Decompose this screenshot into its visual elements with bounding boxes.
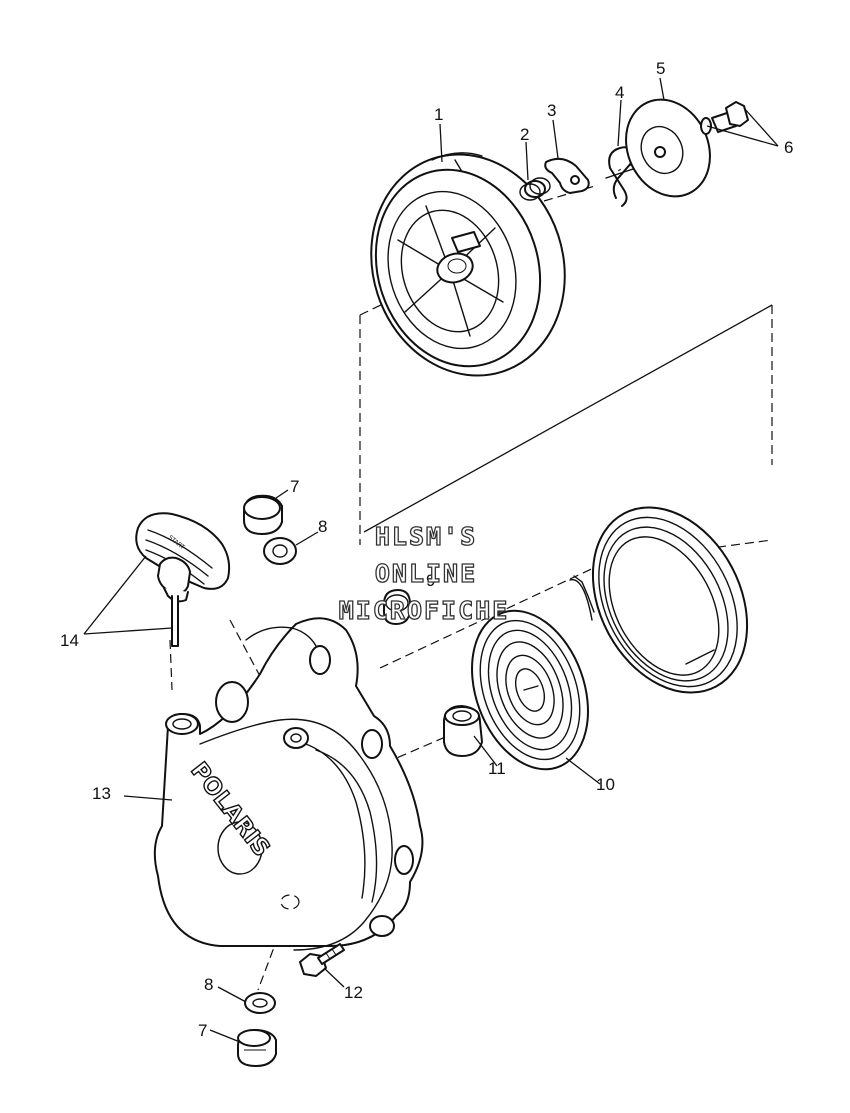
pulley: [370, 152, 566, 377]
pawl: [544, 157, 590, 194]
plug-bottom: [237, 1029, 277, 1067]
plug-top: [243, 494, 283, 535]
bushing-large: [443, 705, 483, 757]
rope-coil: [569, 506, 749, 694]
starter-handle: START: [135, 512, 231, 647]
callout-11: 11: [488, 759, 506, 778]
watermark-line-1: HLSM'S: [375, 522, 477, 551]
washer-top: [263, 537, 297, 565]
callout-10: 10: [596, 775, 615, 794]
bolt-and-washer: [700, 101, 749, 135]
callout-13: 13: [92, 784, 111, 803]
watermark-line-3: MICROFICHE: [339, 596, 510, 625]
callout-12: 12: [344, 983, 363, 1002]
callout-8-top: 8: [318, 517, 327, 536]
callout-3: 3: [547, 101, 556, 120]
callout-2: 2: [520, 125, 529, 144]
callout-9: 9: [426, 571, 435, 590]
callout-6: 6: [784, 138, 793, 157]
assembly-lines: [169, 151, 773, 991]
washer-bottom: [244, 992, 276, 1014]
callout-14: 14: [60, 631, 79, 650]
watermark: HLSM'S ONLINE MICROFICHE: [338, 521, 510, 625]
callout-numbers: 1 2 3 4 5 6 7 8 9 10 11 12 13 14 8 7: [60, 59, 793, 1040]
recoil-spring: [471, 609, 589, 771]
bushing-small: [383, 589, 411, 625]
callout-5: 5: [656, 59, 665, 78]
friction-plate: [625, 98, 711, 198]
callout-7-bottom: 7: [198, 1021, 207, 1040]
leader-lines: [83, 77, 779, 1043]
callout-8-bottom: 8: [204, 975, 213, 994]
watermark-line-2: ONLINE: [375, 559, 477, 588]
callout-7-top: 7: [290, 477, 299, 496]
housing-bolt: [299, 943, 345, 977]
callout-1: 1: [434, 105, 443, 124]
small-spring: [519, 177, 551, 201]
callout-4: 4: [615, 83, 624, 102]
starter-housing: POLARIS: [153, 617, 424, 951]
